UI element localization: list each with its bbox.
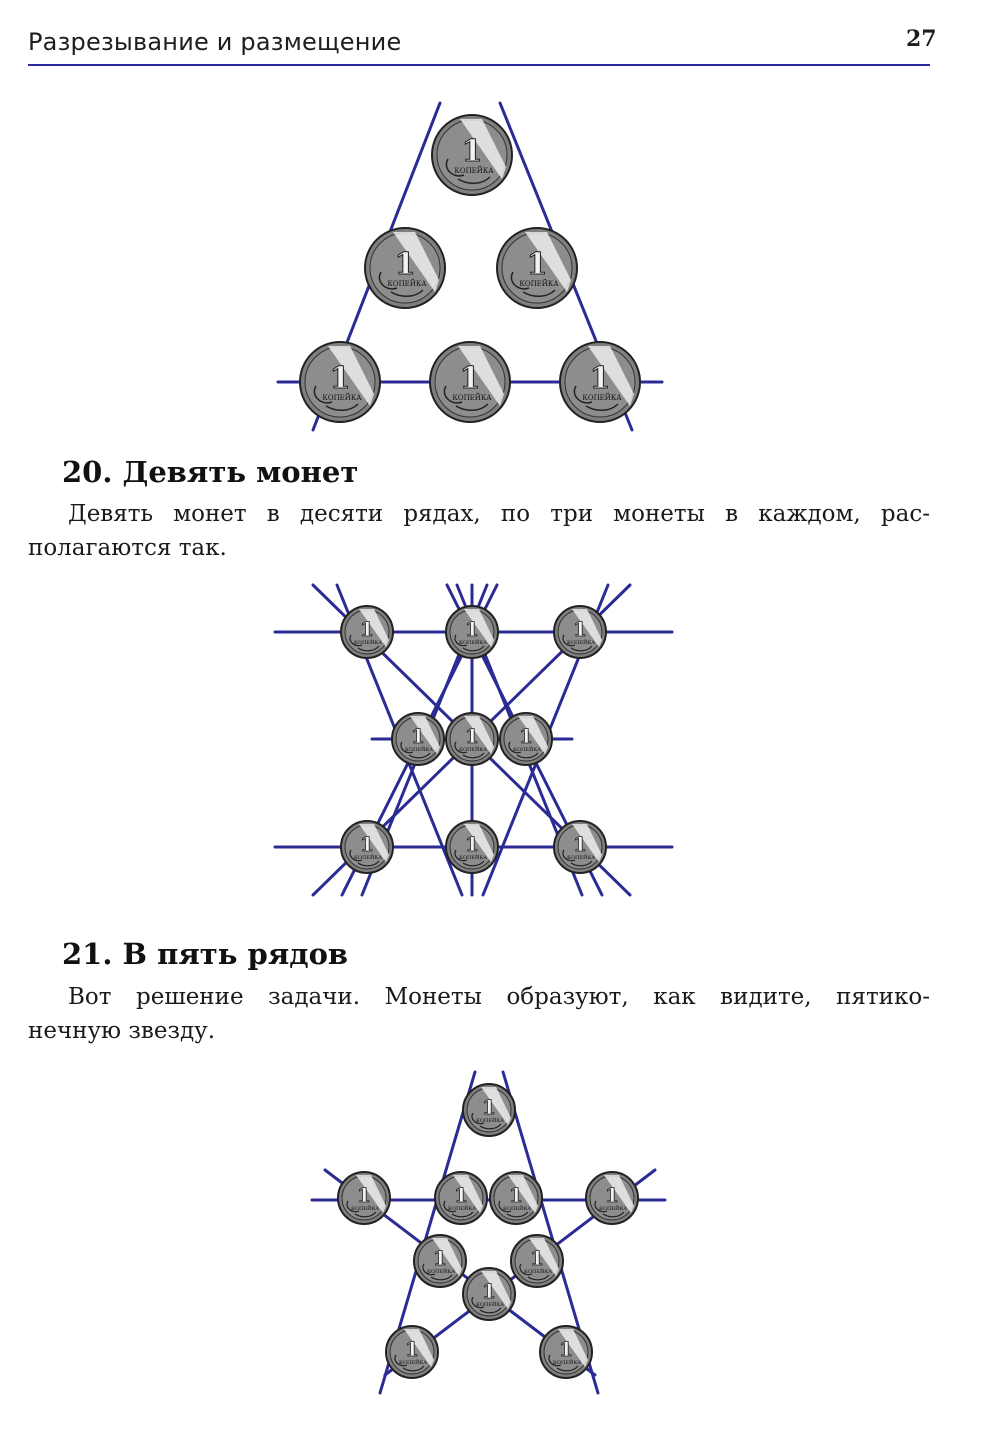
problem-21-heading: 21. В пять рядов	[62, 937, 349, 971]
coin	[364, 227, 446, 309]
coin	[462, 1267, 516, 1321]
coin	[385, 1325, 439, 1379]
problem-21-text: Вот решение задачи. Монеты образуют, как…	[28, 980, 930, 1048]
coin	[445, 605, 499, 659]
problem-20-text-line-2: полагаются так.	[28, 535, 227, 561]
coin	[431, 114, 513, 196]
coin	[299, 341, 381, 423]
coin-group	[299, 114, 641, 423]
coin	[429, 341, 511, 423]
coin	[553, 605, 607, 659]
coin	[340, 605, 394, 659]
coin	[559, 341, 641, 423]
page-number: 27	[906, 26, 937, 52]
header-rule	[28, 64, 930, 66]
problem-20-text: Девять монет в десяти рядах, по три моне…	[28, 497, 930, 565]
figure-star-coins	[310, 1070, 667, 1395]
running-header: Разрезывание и размещение	[28, 28, 402, 56]
coin	[539, 1325, 593, 1379]
coin	[462, 1083, 516, 1137]
coin	[391, 712, 445, 766]
coin	[499, 712, 553, 766]
problem-20-heading: 20. Девять монет	[62, 455, 359, 489]
coin	[585, 1171, 639, 1225]
problem-20-text-line-1: Девять монет в десяти рядах, по три моне…	[68, 501, 930, 527]
coin	[510, 1234, 564, 1288]
problem-21-text-line-1: Вот решение задачи. Монеты образуют, как…	[68, 984, 930, 1010]
coin	[445, 820, 499, 874]
figure-triangle-coins: 1 КОПЕЙКА 1 КОПЕЙКА	[276, 101, 664, 432]
coin-group	[337, 1083, 639, 1379]
coin	[445, 712, 499, 766]
figure-nine-coins	[273, 583, 674, 897]
problem-21-text-line-2: нечную звезду.	[28, 1018, 215, 1044]
coin	[496, 227, 578, 309]
coin	[434, 1171, 488, 1225]
coin	[340, 820, 394, 874]
coin	[337, 1171, 391, 1225]
coin	[413, 1234, 467, 1288]
coin	[489, 1171, 543, 1225]
coin	[553, 820, 607, 874]
